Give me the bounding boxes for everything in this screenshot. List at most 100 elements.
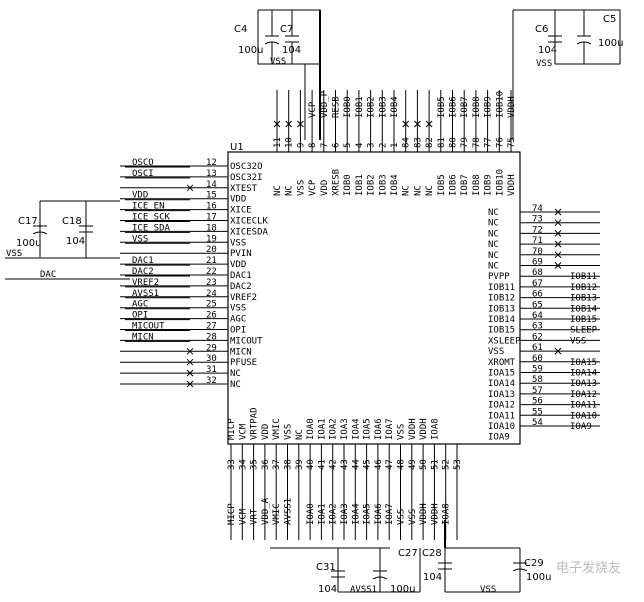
pin-number: 70 xyxy=(532,247,543,257)
cap-c5-ref: C5 xyxy=(603,14,616,25)
pin-name: VDD xyxy=(230,260,246,270)
avss-bottom: AVSS1 xyxy=(350,585,377,595)
net-label: IOB8 xyxy=(472,96,482,118)
net-label: SLEEP xyxy=(570,326,598,336)
pin-name: XRESB xyxy=(332,169,342,196)
right-pin: IOB13 65 IOB14 xyxy=(488,300,600,314)
pin-name: XICESDA xyxy=(230,227,269,237)
net-label: VCP xyxy=(308,101,318,118)
pin-name: VCM xyxy=(238,423,248,440)
cap-c27-ref: C27 xyxy=(398,548,418,559)
net-label: VSS xyxy=(397,509,407,525)
pin-name: IOA15 xyxy=(488,369,515,379)
pin-name: VDDH xyxy=(507,174,517,196)
net-label: AGC xyxy=(132,300,148,310)
top-pin-group: 11NC10NC9VSS8VCPVCP7VDDVDD_P6XRESBRESB5I… xyxy=(273,90,517,196)
dac-net-label: DAC xyxy=(40,270,56,280)
net-label: OSCO xyxy=(132,158,154,168)
net-label: IOB15 xyxy=(570,315,597,325)
net-label: ICE_EN xyxy=(132,202,165,212)
net-label: DAC2 xyxy=(132,267,154,277)
pin-name: NC xyxy=(295,429,305,440)
cap-c28-value: 104 xyxy=(423,572,442,583)
cap-c29-value: 100u xyxy=(526,572,551,583)
pin-name: IOB7 xyxy=(460,174,470,196)
pin-number: 57 xyxy=(532,386,543,396)
pin-name: VSS xyxy=(284,424,294,440)
pin-name: NC xyxy=(425,185,435,196)
cap-c4-ref: C4 xyxy=(234,24,247,35)
pin-number: 75 xyxy=(507,137,517,148)
pin-name: DAC2 xyxy=(230,282,252,292)
static-wiring xyxy=(5,9,621,593)
pin-name: IOB4 xyxy=(390,174,400,196)
pin-number: 11 xyxy=(273,137,283,148)
pin-number: 5 xyxy=(343,143,353,148)
pin-number: 56 xyxy=(532,397,543,407)
net-label: IOA3 xyxy=(340,503,350,525)
watermark: 电子发烧友 xyxy=(556,560,621,576)
pin-number: 45 xyxy=(363,459,373,470)
pin-number: 34 xyxy=(238,459,248,470)
pin-name: XICE xyxy=(230,206,252,216)
pin-number: 19 xyxy=(206,234,217,244)
pin-name: IOB12 xyxy=(488,294,515,304)
net-label: VDD_P xyxy=(320,90,330,118)
pin-name: IOB0 xyxy=(343,174,353,196)
pin-number: 9 xyxy=(296,143,306,148)
pin-number: 35 xyxy=(250,459,260,470)
pin-name: DAC1 xyxy=(230,271,252,281)
net-label: IOA13 xyxy=(570,379,597,389)
pin-name: NC xyxy=(488,240,499,250)
pin-name: IOB13 xyxy=(488,304,515,314)
pin-number: 66 xyxy=(532,290,543,300)
net-label: VRT xyxy=(250,508,260,525)
net-label: IOA9 xyxy=(570,422,592,432)
pin-number: 61 xyxy=(532,343,543,353)
pin-name: NC xyxy=(488,229,499,239)
pin-number: 58 xyxy=(532,375,543,385)
pin-number: 46 xyxy=(374,459,384,470)
bottom-pin: 53 xyxy=(453,444,463,540)
pin-number: 59 xyxy=(532,365,543,375)
net-label: OPI xyxy=(132,311,148,321)
net-label: IOB0 xyxy=(343,96,353,118)
net-label: IOA14 xyxy=(570,369,597,379)
pin-name: VSS xyxy=(488,347,504,357)
net-label: IOA2 xyxy=(329,503,339,525)
net-label: ICE_SCK xyxy=(132,213,171,223)
net-label: VSS xyxy=(132,234,148,244)
pin-number: 65 xyxy=(532,300,543,310)
pin-number: 52 xyxy=(442,459,452,470)
pin-number: 62 xyxy=(532,332,543,342)
pin-number: 80 xyxy=(449,137,459,148)
net-label: IOB14 xyxy=(570,304,597,314)
net-label: IOA5 xyxy=(363,503,373,525)
bottom-pin-group: 33MICPMICP34VCMVCM35VRTPADVRT36VDDVDD_A3… xyxy=(227,407,463,540)
